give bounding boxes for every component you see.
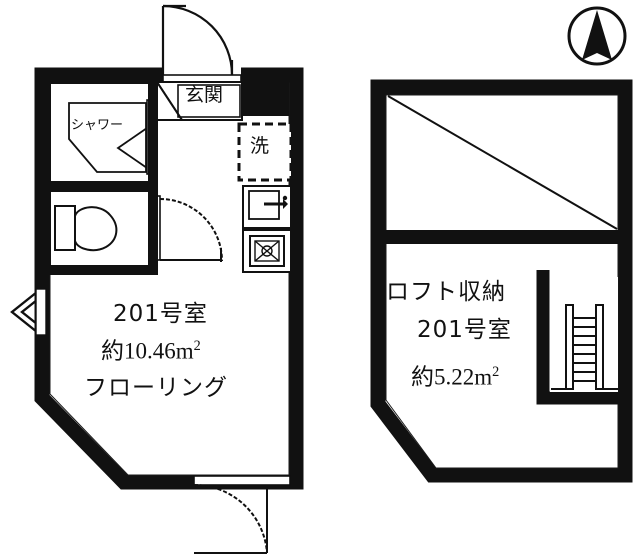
loft-room-label: 201号室 — [417, 317, 512, 343]
toilet-room — [49, 190, 223, 270]
loft-storage-label: ロフト収納 — [386, 279, 506, 305]
entrance-shoe-box-block — [243, 76, 289, 116]
compass-north-icon — [567, 6, 627, 66]
stove-burner-icon — [242, 229, 292, 273]
loft-unit-inner-outline — [385, 94, 619, 469]
main-room-flooring-label: フローリング — [84, 375, 228, 401]
toilet-door-swing-icon — [151, 195, 223, 262]
toilet-icon — [54, 205, 118, 252]
void-diagonal-icon — [387, 95, 618, 230]
sanitary-right-wall — [148, 76, 158, 272]
main-room-area: 約10.46m2 — [101, 339, 201, 363]
loft-room-area: 約5.22m2 — [411, 365, 499, 389]
toilet-bottom-wall — [46, 265, 158, 275]
loft-divider-wall — [372, 230, 632, 244]
washer-space — [237, 122, 293, 182]
washer-label: 洗 — [250, 135, 270, 157]
loft-ladder-alcove — [536, 270, 625, 405]
loft-unit-outer-wall — [370, 79, 633, 483]
loft-room-area-value: 約5.22m — [411, 364, 493, 390]
main-room-area-value: 約10.46m — [101, 338, 194, 364]
shower-label: シャワー — [71, 118, 124, 133]
loft-ladder-icon — [551, 304, 618, 390]
main-room-area-sup: 2 — [193, 338, 201, 354]
bath-divider-wall — [46, 181, 156, 191]
kitchen-sink-icon — [242, 185, 292, 229]
balcony-door-swing-icon — [193, 475, 291, 554]
bay-window-icon — [10, 287, 48, 337]
shower-room — [49, 82, 157, 184]
entrance-label: 玄関 — [185, 84, 224, 106]
main-room-label: 201号室 — [113, 301, 208, 327]
loft-room-area-sup: 2 — [492, 364, 500, 380]
entrance-door-swing-icon — [161, 4, 242, 83]
